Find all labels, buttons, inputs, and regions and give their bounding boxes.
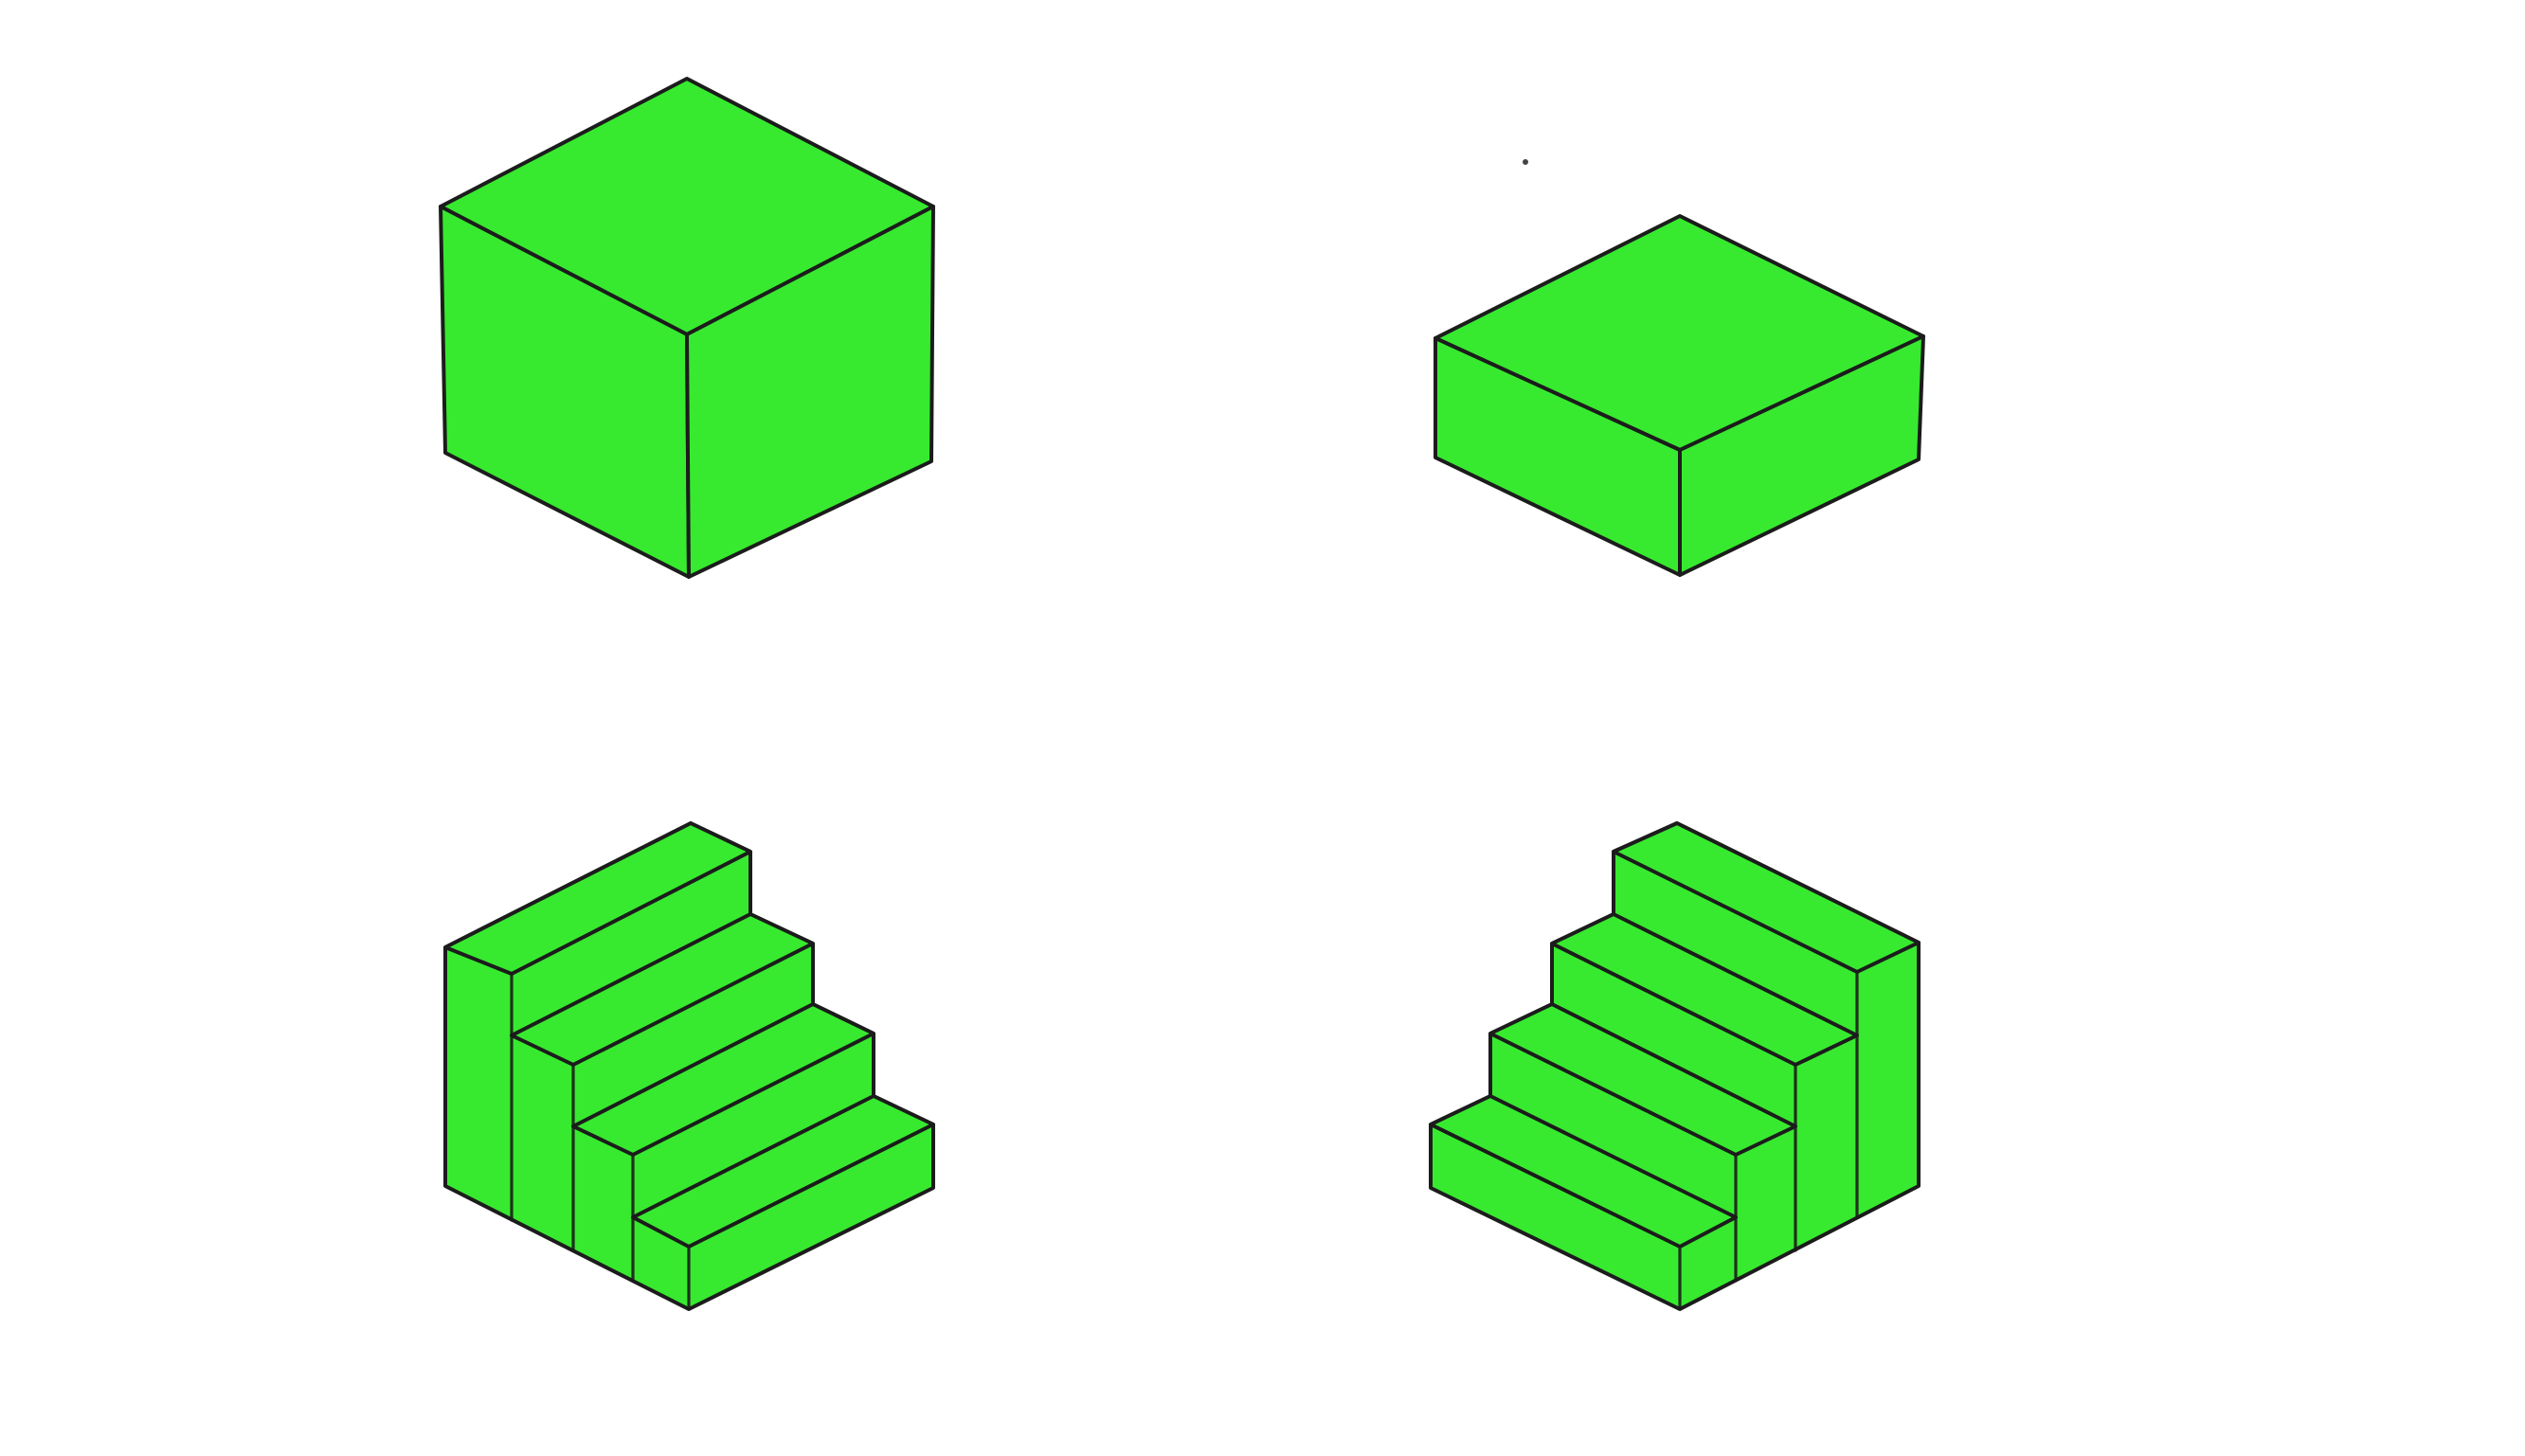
cube-drawing [439, 77, 935, 579]
slab-right-face [1678, 334, 1925, 577]
stray-pencil-mark [1523, 159, 1528, 165]
flat-slab-drawing [1434, 214, 1925, 577]
staircase-left-drawing [443, 821, 935, 1311]
cube-right-face [685, 205, 935, 579]
staircase-right-drawing [1429, 821, 1921, 1311]
